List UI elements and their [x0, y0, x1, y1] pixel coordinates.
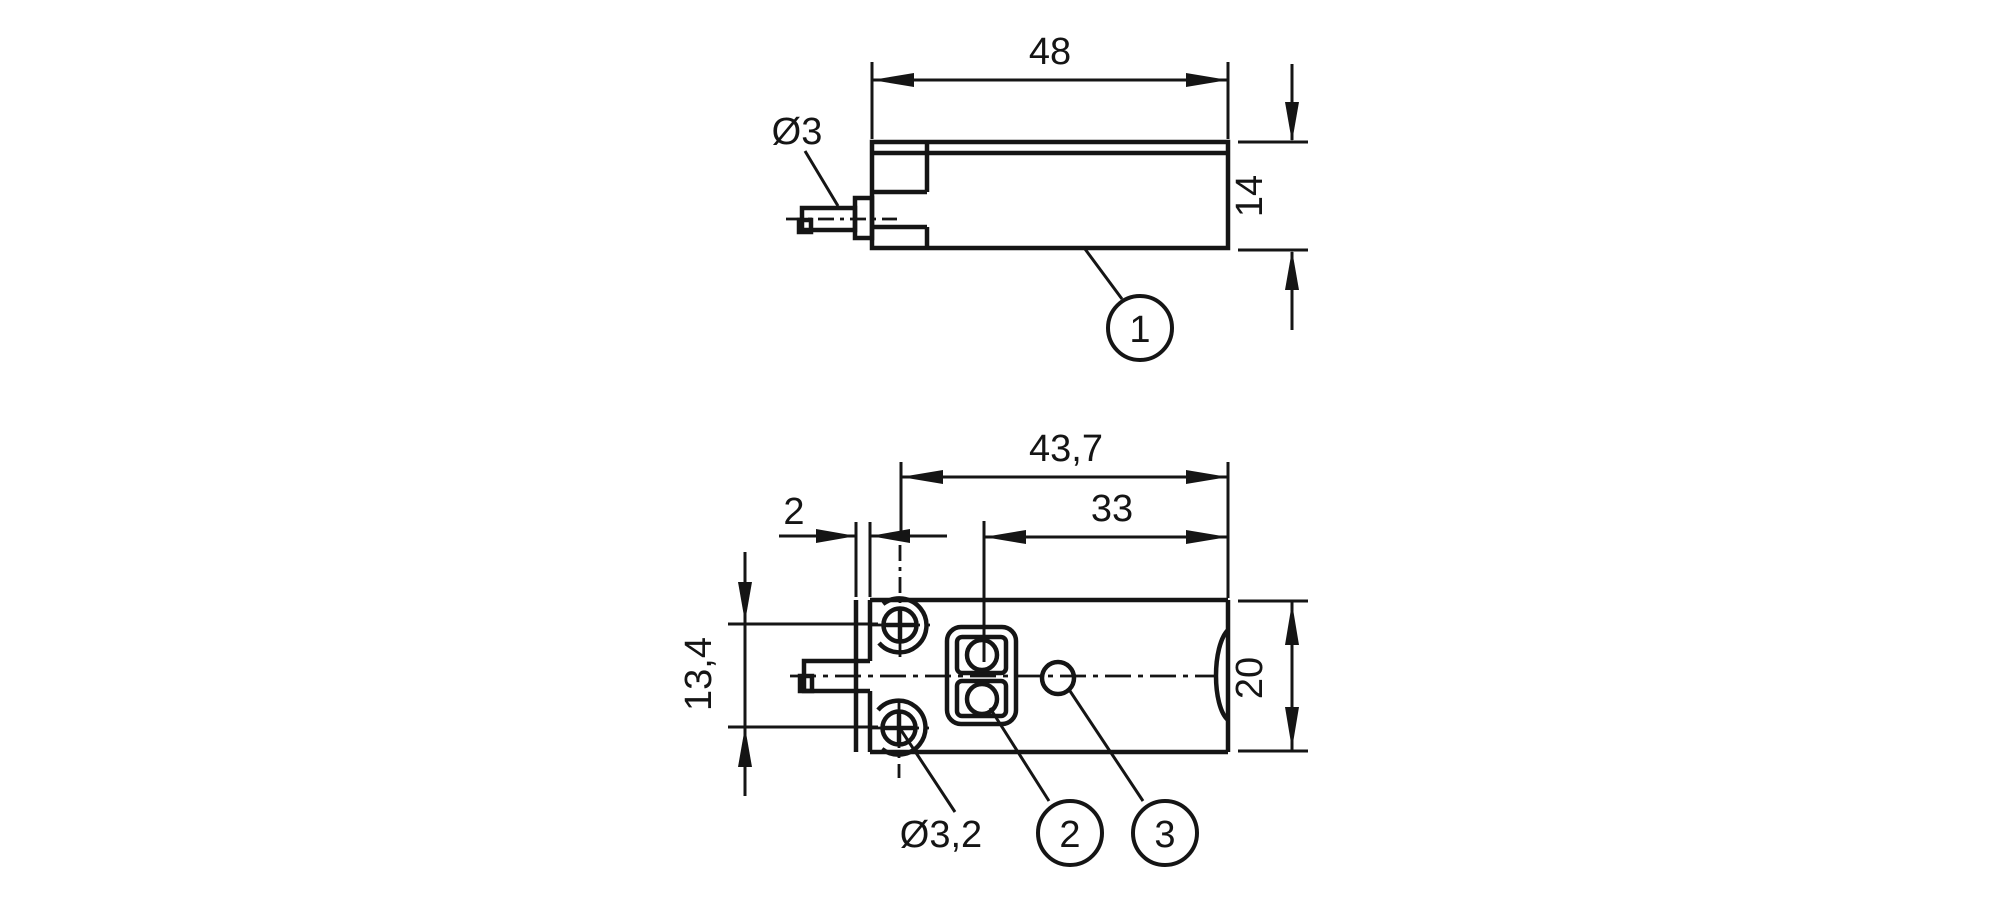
dim-43-7-label: 43,7 [1029, 428, 1103, 470]
callout-3-label: 3 [1154, 814, 1175, 856]
arrowhead-right [1186, 470, 1228, 484]
dim-length-48: 48 [870, 31, 1230, 139]
dim-2: 2 [779, 491, 947, 597]
callout-1-label: 1 [1129, 309, 1150, 351]
dim-20-label: 20 [1229, 657, 1271, 699]
dim-20: 20 [1229, 599, 1308, 753]
dim-height-14-label: 14 [1229, 175, 1271, 217]
callout-2: 2 [988, 707, 1104, 867]
side-view: 48 14 Ø3 1 [772, 31, 1308, 362]
callout-3-circle [1131, 799, 1199, 867]
arrowhead-left [870, 529, 910, 543]
leader-line [803, 150, 840, 207]
dim-length-48-label: 48 [1029, 31, 1071, 73]
led-window-bottom [964, 681, 1000, 717]
mounting-hole-bottom [871, 698, 929, 778]
callout-2-circle [1036, 799, 1104, 867]
indicator-element [944, 624, 1019, 727]
label-cable-diameter: Ø3 [772, 111, 840, 207]
arrowhead-left [901, 470, 943, 484]
arrowhead-down [1285, 102, 1299, 142]
label-cable-diameter-text: Ø3 [772, 111, 823, 153]
arrowhead-up [738, 727, 752, 767]
arrowhead-up [1285, 603, 1299, 645]
side-view-housing-outline [869, 139, 1231, 251]
dim-33-label: 33 [1091, 488, 1133, 530]
arrowhead-left [872, 73, 914, 87]
dim-height-14: 14 [1229, 64, 1308, 330]
arrowhead-down [1285, 707, 1299, 749]
side-view-connector [786, 195, 897, 241]
leader-line [988, 707, 1051, 802]
dim-2-label: 2 [783, 491, 804, 533]
mounting-hole-top [872, 545, 930, 658]
label-mounting-hole-diameter-text: Ø3,2 [900, 814, 982, 856]
arrowhead-right [816, 529, 856, 543]
arrowhead-right [1186, 530, 1228, 544]
dim-13-4-label: 13,4 [678, 637, 720, 711]
dim-13-4: 13,4 [678, 552, 878, 796]
callout-3: 3 [1066, 687, 1199, 867]
break-line [1213, 628, 1230, 722]
label-mounting-hole-diameter: Ø3,2 [899, 729, 982, 856]
callout-1: 1 [1083, 248, 1174, 362]
arrowhead-up [1285, 250, 1299, 290]
led-window-top [964, 637, 1000, 673]
callout-2-label: 2 [1059, 814, 1080, 856]
arrowhead-right [1186, 73, 1228, 87]
dim-33: 33 [982, 488, 1228, 662]
bottom-view: 43,7 33 2 13,4 [678, 428, 1308, 867]
leader-line [899, 729, 957, 813]
leader-line [1083, 248, 1124, 300]
callout-1-circle [1106, 294, 1174, 362]
bottom-view-body-outline [853, 597, 1231, 755]
arrowhead-down [738, 582, 752, 622]
small-hole [1039, 659, 1077, 697]
dim-43-7: 43,7 [899, 428, 1230, 598]
arrowhead-left [984, 530, 1026, 544]
leader-line [1066, 687, 1145, 802]
hole-recess-arc [877, 596, 929, 655]
